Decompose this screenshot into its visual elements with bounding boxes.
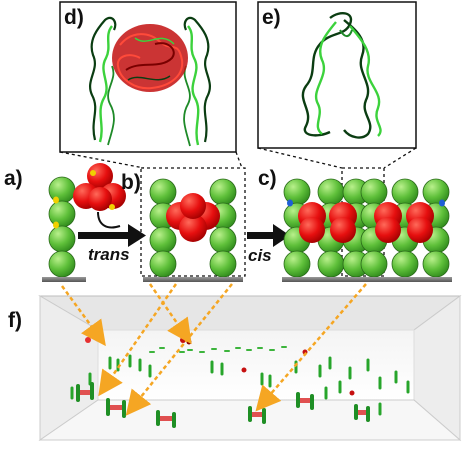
membrane-c: [282, 277, 452, 282]
label-b: b): [121, 171, 141, 194]
panel-f-particles: [70, 330, 410, 428]
cis-label: cis: [248, 246, 272, 265]
panel-e-inset: [257, 1, 417, 149]
label-d: d): [64, 6, 84, 29]
label-c: c): [258, 167, 277, 190]
inset-connectors: [59, 147, 417, 169]
panel-c: [282, 167, 452, 282]
trans-arrow: [78, 224, 146, 247]
orange-link-arrows: [60, 283, 367, 416]
trans-label: trans: [88, 245, 130, 264]
label-e: e): [262, 6, 281, 29]
label-f: f): [8, 309, 22, 332]
membrane-b: [143, 277, 243, 282]
panel-b: [140, 167, 246, 278]
label-a: a): [4, 167, 23, 190]
membrane-a: [42, 277, 86, 282]
panel-d-inset: [59, 1, 237, 153]
cis-arrow: [247, 224, 290, 247]
panel-c-bridges: [298, 202, 434, 243]
panel-a: [42, 163, 126, 282]
